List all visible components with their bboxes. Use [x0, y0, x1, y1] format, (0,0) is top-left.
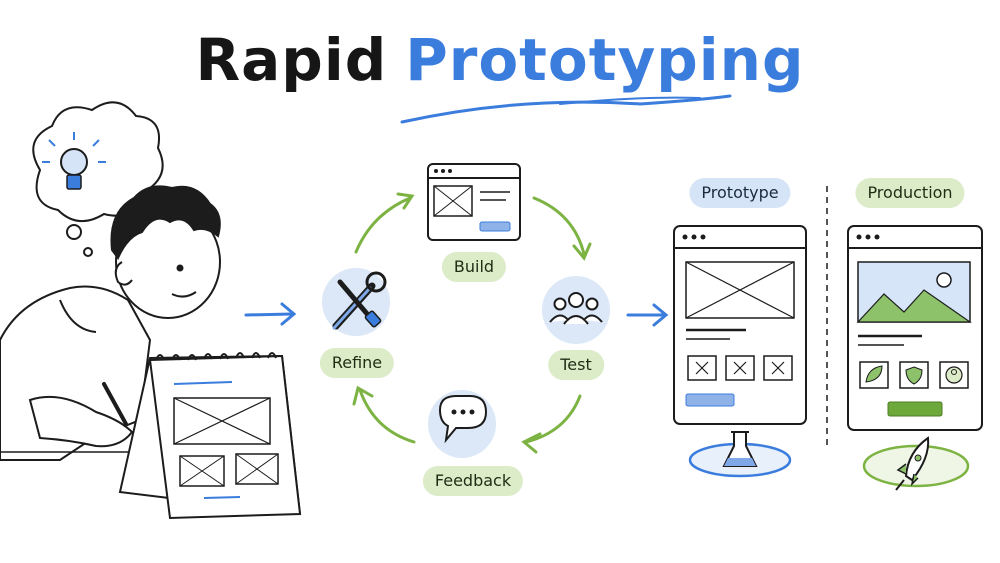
lightbulb-icon: [42, 132, 106, 190]
cycle-label-refine: Refine: [319, 348, 395, 378]
lab-flask-icon: [688, 431, 792, 478]
users-group-icon: [542, 276, 610, 344]
title-word-rapid: Rapid: [195, 26, 388, 94]
stage-label-production: Production: [855, 178, 965, 208]
cycle-label-feedback: Feedback: [422, 466, 524, 496]
arrow-to-cycle: [244, 302, 297, 326]
title-underline: [400, 94, 732, 124]
sketch-pad: [118, 352, 302, 520]
cycle-label-test: Test: [548, 350, 604, 380]
title-word-prototyping: Prototyping: [405, 26, 805, 94]
arrow-to-prototype: [626, 303, 669, 327]
production-ui-window: [847, 225, 983, 431]
cycle-label-build: Build: [441, 252, 507, 282]
browser-wireframe-icon: [427, 163, 521, 241]
stage-label-prototype: Prototype: [689, 178, 791, 208]
cycle-arrows: [352, 192, 592, 454]
thought-bubble: [32, 101, 164, 257]
person-sketching: [0, 185, 221, 461]
wrench-screwdriver-icon: [322, 268, 390, 336]
rocket-icon: [862, 436, 970, 491]
prototype-wireframe-window: [673, 225, 807, 425]
chat-bubble-icon: [428, 390, 496, 458]
